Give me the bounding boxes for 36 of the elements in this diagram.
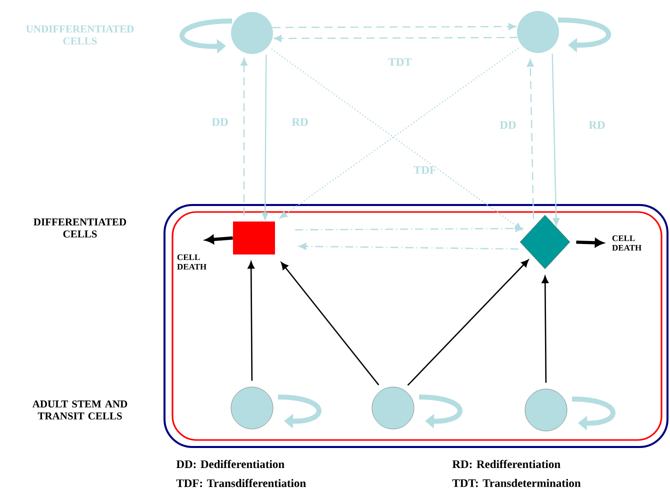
edge-label: RD (588, 120, 606, 130)
abbreviation-key: DD: Dedifferentiation (176, 460, 284, 468)
cell-circle (524, 388, 568, 432)
cell-diamond (520, 214, 570, 270)
abbreviation-key: TDF: Transdifferentiation (176, 478, 306, 488)
row-label: UNDIFFERENTIATED CELLS (26, 25, 134, 45)
edge-label: DD (498, 120, 518, 130)
arrow (272, 23, 516, 30)
arrow (205, 235, 233, 244)
arrow (295, 225, 523, 232)
cell-box (233, 222, 275, 254)
cell-death-label: CELL DEATH (177, 254, 206, 270)
arrow (552, 54, 560, 226)
edge-label: DD (210, 117, 230, 127)
arrow (280, 262, 380, 386)
arrow (248, 261, 255, 381)
arrow (274, 35, 518, 42)
arrow (407, 260, 529, 386)
cell-circle (372, 386, 414, 430)
arrow (542, 276, 549, 383)
row-label: ADULT STEM AND TRANSIT CELLS (32, 400, 128, 420)
edge-label: TDF (412, 165, 438, 175)
edge-label: RD (290, 117, 310, 127)
abbreviation-key: TDT: Transdetermination (452, 478, 581, 488)
abbreviation-key: RD: Redifferentiation (452, 460, 560, 468)
arrow (240, 58, 248, 216)
arrow (576, 238, 604, 248)
edge-label: TDT (387, 57, 413, 67)
arrow (526, 59, 534, 220)
cell-circle (231, 12, 273, 54)
arrow (298, 242, 518, 250)
cell-circle (230, 386, 274, 430)
arrow (262, 54, 269, 220)
row-label: DIFFERENTIATED CELLS (34, 218, 126, 238)
cell-death-label: CELL DEATH (612, 235, 642, 251)
cell-circle (517, 11, 559, 53)
